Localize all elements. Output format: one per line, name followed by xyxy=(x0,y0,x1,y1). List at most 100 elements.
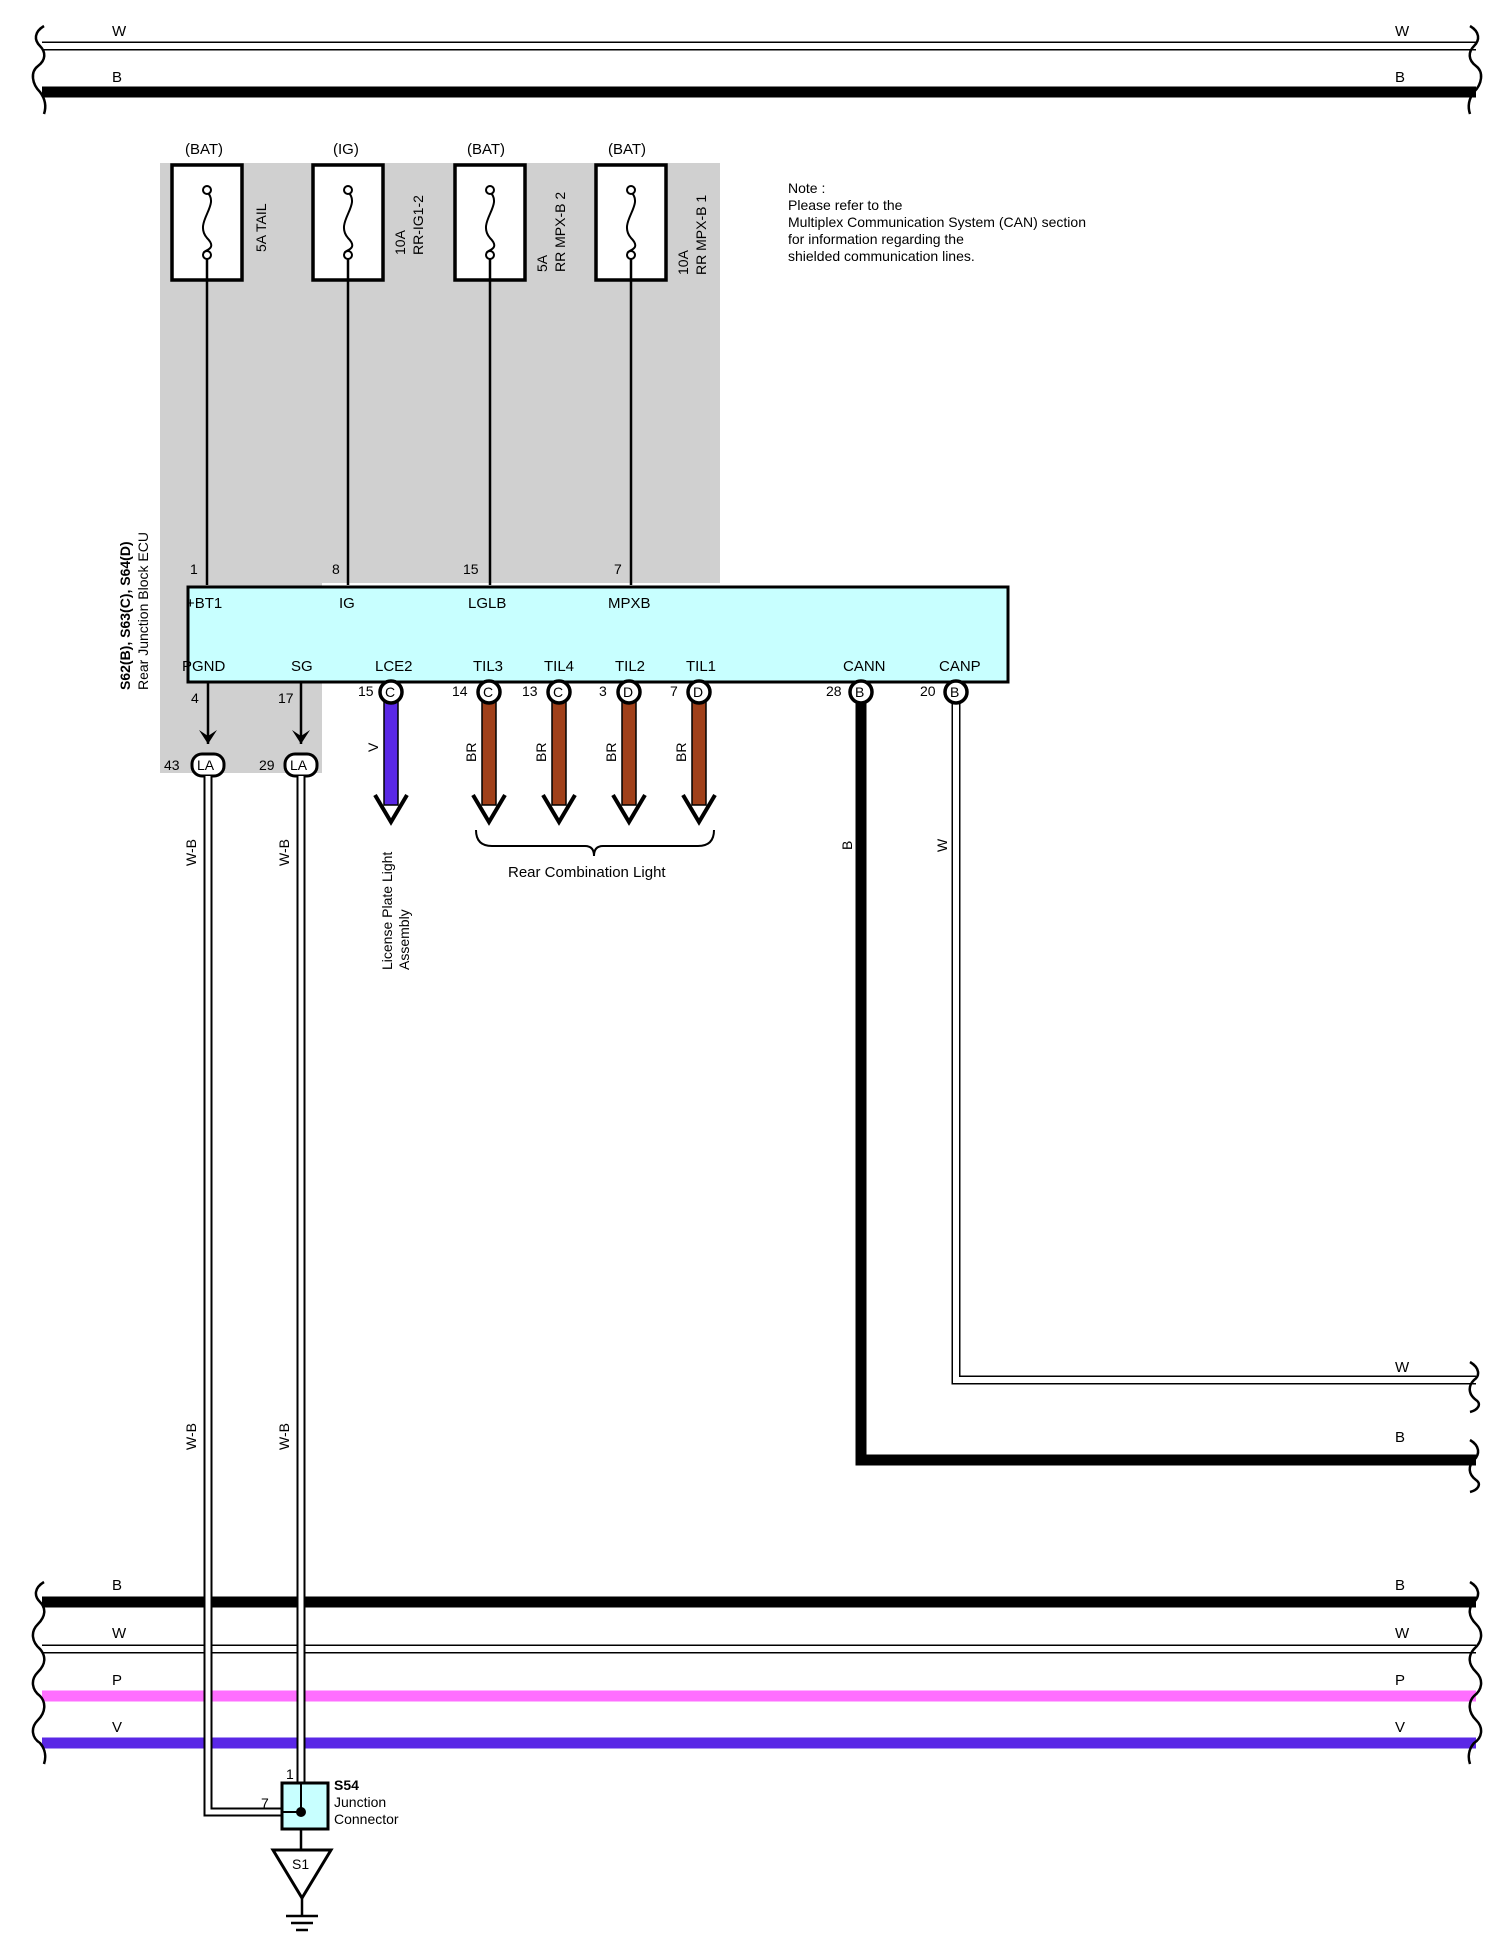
fuse-source: (BAT) xyxy=(608,141,646,158)
fuse-5a-rr-mpx-b-2: (BAT) 5A RR MPX-B 2 15 xyxy=(453,141,568,585)
fuse-pin: 7 xyxy=(614,561,622,577)
bus-label-left: P xyxy=(112,1672,122,1689)
joint-pin-number: 43 xyxy=(164,757,180,773)
fuse-rating: 10A xyxy=(675,249,691,275)
bus-label-right: P xyxy=(1395,1672,1405,1689)
bus-wire-b-bottom: B B xyxy=(42,1577,1476,1608)
junction-id: S54 xyxy=(334,1777,359,1793)
terminal-label: +BT1 xyxy=(186,595,222,612)
ground-wire-crossing xyxy=(203,1585,306,1760)
license-plate-line2: Assembly xyxy=(396,909,412,970)
wire-color-label: BR xyxy=(603,743,619,762)
terminal-label: TIL1 xyxy=(686,658,716,675)
bus-label-right: W xyxy=(1395,23,1410,40)
bus-wire-p-bottom: P P xyxy=(42,1672,1476,1702)
rear-combination-label: Rear Combination Light xyxy=(508,864,666,881)
terminal-label: LGLB xyxy=(468,595,506,612)
connector-letter: C xyxy=(385,684,395,700)
wire-end-label: B xyxy=(1395,1429,1405,1446)
wire-color-label: BR xyxy=(463,743,479,762)
pin-number: 13 xyxy=(522,683,538,699)
note-line: shielded communication lines. xyxy=(788,248,975,264)
lamp-output-til4: 13 C BR xyxy=(522,679,577,826)
bus-label-right: B xyxy=(1395,1577,1405,1594)
note-line: for information regarding the xyxy=(788,231,964,247)
note-line: Please refer to the xyxy=(788,197,903,213)
bus-label-right: B xyxy=(1395,69,1405,86)
ground-id: S1 xyxy=(292,1856,309,1872)
bus-label-right: V xyxy=(1395,1719,1405,1736)
ground-point-s1: S1 xyxy=(270,1848,334,1932)
ecu-name: Rear Junction Block ECU xyxy=(135,532,151,690)
ecu-box: S62(B), S63(C), S64(D) Rear Junction Blo… xyxy=(117,532,1010,690)
terminal-label: PGND xyxy=(182,658,226,675)
fuse-10a-rr-mpx-b-1: (BAT) 10A RR MPX-B 1 7 xyxy=(594,141,709,585)
fuse-source: (BAT) xyxy=(467,141,505,158)
ecu-connectors: S62(B), S63(C), S64(D) xyxy=(117,541,133,690)
ground-pin-pgnd: 4 43 LA xyxy=(164,682,226,778)
terminal-label: IG xyxy=(339,595,355,612)
wire-color-label: W-B xyxy=(183,1423,199,1450)
fuse-source: (BAT) xyxy=(185,141,223,158)
terminal-label: CANP xyxy=(939,658,981,675)
bus-label-left: W xyxy=(112,1625,127,1642)
pin-number: 17 xyxy=(278,690,294,706)
license-plate-label: License Plate Light Assembly xyxy=(379,852,412,970)
fuse-pin: 15 xyxy=(463,561,479,577)
bus-wire-b-top: B B xyxy=(42,69,1476,98)
bus-wire-w-bottom: W W xyxy=(42,1625,1476,1654)
license-plate-line1: License Plate Light xyxy=(379,852,395,970)
bus-wire-v-bottom: V V xyxy=(42,1719,1476,1749)
junction-line1: Junction xyxy=(334,1794,386,1810)
can-break-marks xyxy=(1468,1360,1481,1494)
note-line: Multiplex Communication System (CAN) sec… xyxy=(788,214,1086,230)
pin-number: 3 xyxy=(599,683,607,699)
fuse-5a-tail: (BAT) 5A TAIL 1 xyxy=(170,141,269,585)
splice-pin: 7 xyxy=(261,1795,269,1811)
terminal-label: TIL2 xyxy=(615,658,645,675)
bus-label-left: W xyxy=(112,23,127,40)
ground-pin-sg: 17 29 LA xyxy=(259,682,319,778)
fuse-pin: 8 xyxy=(332,561,340,577)
pin-number: 4 xyxy=(191,690,199,706)
bus-break-marks xyxy=(31,24,1483,115)
note-block: Note : Please refer to the Multiplex Com… xyxy=(788,180,1086,264)
fuse-source: (IG) xyxy=(333,141,359,158)
pin-number: 15 xyxy=(358,683,374,699)
bus-wire-w-top: W W xyxy=(42,23,1476,51)
bus-label-left: V xyxy=(112,1719,122,1736)
rear-combination-bracket: Rear Combination Light xyxy=(475,829,715,881)
bus-label-right: W xyxy=(1395,1625,1410,1642)
wire-color-label: W-B xyxy=(276,839,292,866)
wire-color-label: W-B xyxy=(183,839,199,866)
wire-color-label: V xyxy=(365,742,381,752)
pin-number: 7 xyxy=(670,683,678,699)
bus-label-left: B xyxy=(112,69,122,86)
connector-letter: D xyxy=(623,684,633,700)
pin-number: 20 xyxy=(920,683,936,699)
joint-pin-number: 29 xyxy=(259,757,275,773)
connector-letter: D xyxy=(693,684,703,700)
lamp-output-til2: 3 D BR xyxy=(599,679,647,826)
fuse-10a-rr-ig1-2: (IG) 10A RR-IG1-2 8 xyxy=(311,141,426,585)
fuse-group: (BAT) 5A TAIL 1 (IG) 10A RR-IG1-2 8 (BAT… xyxy=(170,141,709,585)
connector-letter: C xyxy=(483,684,493,700)
pin-number: 14 xyxy=(452,683,468,699)
bus-label-left: B xyxy=(112,1577,122,1594)
pin-number: 28 xyxy=(826,683,842,699)
bottom-bus: B B W W P P V V xyxy=(31,1577,1483,1765)
terminal-label: MPXB xyxy=(608,595,651,612)
wire-color-label: W xyxy=(934,838,950,852)
terminal-label: SG xyxy=(291,658,313,675)
lamp-output-lce2: 15 C V xyxy=(358,679,409,826)
can-line-cann: 28 B B B xyxy=(826,679,1476,1466)
junction-line2: Connector xyxy=(334,1811,399,1827)
splice-pin: 1 xyxy=(286,1766,294,1782)
fuse-pin: 1 xyxy=(190,561,198,577)
terminal-label: LCE2 xyxy=(375,658,413,675)
lamp-output-til1: 7 D BR xyxy=(670,679,717,826)
connector-letter: B xyxy=(950,684,959,700)
connector-letter: B xyxy=(855,684,864,700)
fuse-rating: 5A TAIL xyxy=(253,203,269,252)
